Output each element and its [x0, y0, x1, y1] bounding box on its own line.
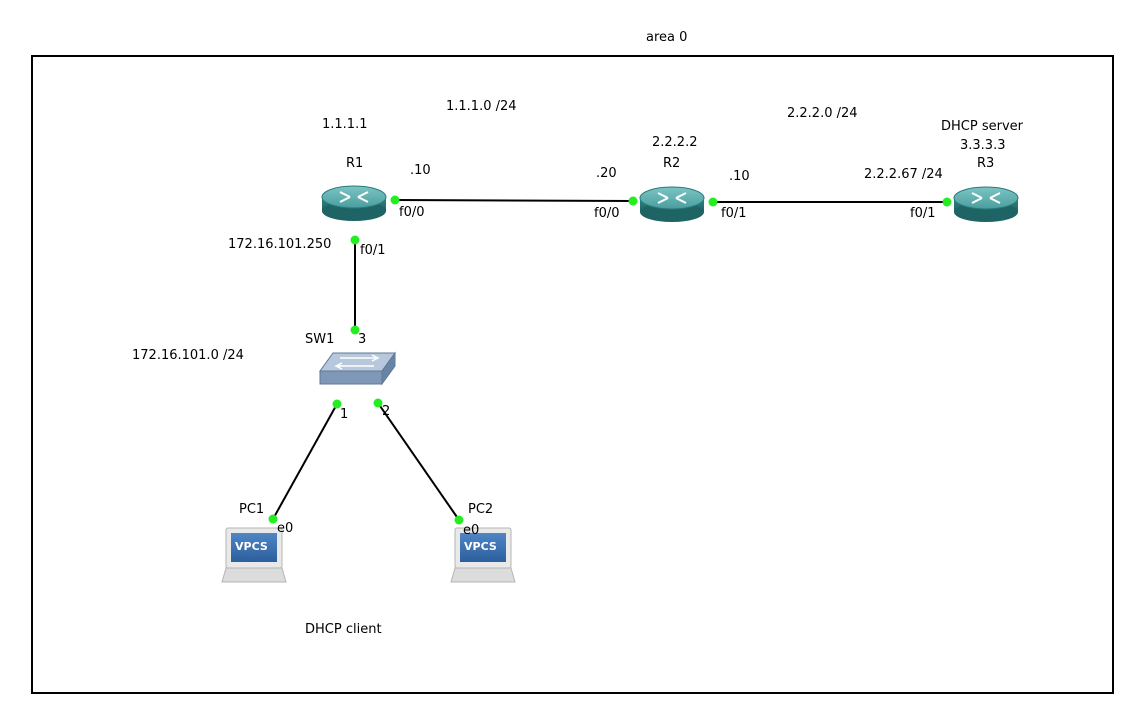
r3-name-label[interactable]: R3: [977, 156, 995, 171]
port-dot-pc1-e0: [268, 514, 278, 524]
network-label-lan: 172.16.101.0 /24: [132, 348, 244, 363]
port-dot-r2-f00: [628, 196, 638, 206]
switch-arrows-icon: [334, 354, 380, 370]
r2-f00-interface: f0/0: [594, 206, 620, 221]
port-dot-r1-f01: [350, 235, 360, 245]
link-r1-r2[interactable]: [394, 199, 634, 202]
network-label-r1-r2: 1.1.1.0 /24: [446, 99, 517, 114]
area-0-boundary: [31, 55, 1114, 694]
port-dot-sw1-p3: [350, 325, 360, 335]
link-sw1-pc2[interactable]: [377, 402, 460, 521]
r2-f01-interface: f0/1: [721, 206, 747, 221]
r1-f00-address: .10: [410, 163, 431, 178]
sw1-port2-label: 2: [382, 404, 391, 419]
sw1-name-label[interactable]: SW1: [305, 332, 335, 347]
r3-role-label: DHCP server: [941, 119, 1023, 134]
r2-f01-address: .10: [729, 169, 750, 184]
r1-loopback-label: 1.1.1.1: [322, 117, 368, 132]
link-sw1-pc1[interactable]: [272, 403, 338, 520]
router-r1[interactable]: [321, 185, 387, 221]
r1-f01-address: 172.16.101.250: [228, 237, 332, 252]
r1-f01-interface: f0/1: [360, 243, 386, 258]
router-arrows-icon: [657, 192, 687, 204]
r2-name-label[interactable]: R2: [663, 156, 681, 171]
router-r2[interactable]: [639, 186, 705, 222]
r1-name-label[interactable]: R1: [346, 156, 364, 171]
port-dot-pc2-e0: [454, 515, 464, 525]
r2-loopback-label: 2.2.2.2: [652, 135, 698, 150]
area-label: area 0: [646, 30, 688, 45]
port-dot-sw1-p2: [373, 398, 383, 408]
pc1-screen-label: VPCS: [235, 540, 268, 553]
pc2-e0-interface: e0: [463, 523, 480, 538]
r3-f01-address: 2.2.2.67 /24: [864, 167, 943, 182]
router-r3[interactable]: [953, 186, 1019, 222]
sw1-port3-label: 3: [358, 332, 367, 347]
pc-pc1[interactable]: [221, 527, 287, 583]
network-label-r2-r3: 2.2.2.0 /24: [787, 106, 858, 121]
pc2-screen-label: VPCS: [464, 540, 497, 553]
pc1-name-label[interactable]: PC1: [239, 502, 265, 517]
port-dots: [268, 195, 952, 525]
router-arrows-icon: [339, 191, 369, 203]
links: [272, 199, 947, 521]
r2-f00-address: .20: [596, 166, 617, 181]
pc2-name-label[interactable]: PC2: [468, 502, 494, 517]
r3-f01-interface: f0/1: [910, 206, 936, 221]
port-dot-r3-f01: [942, 197, 952, 207]
switch-sw1[interactable]: [319, 351, 396, 386]
r3-loopback-label: 3.3.3.3: [960, 138, 1006, 153]
pc1-e0-interface: e0: [277, 521, 294, 536]
dhcp-client-label: DHCP client: [305, 622, 382, 637]
router-arrows-icon: [971, 192, 1001, 204]
port-dot-sw1-p1: [332, 399, 342, 409]
sw1-port1-label: 1: [340, 407, 349, 422]
port-dot-r1-f00: [390, 195, 400, 205]
r1-f00-interface: f0/0: [399, 205, 425, 220]
pc-pc2[interactable]: [450, 527, 516, 583]
port-dot-r2-f01: [708, 197, 718, 207]
